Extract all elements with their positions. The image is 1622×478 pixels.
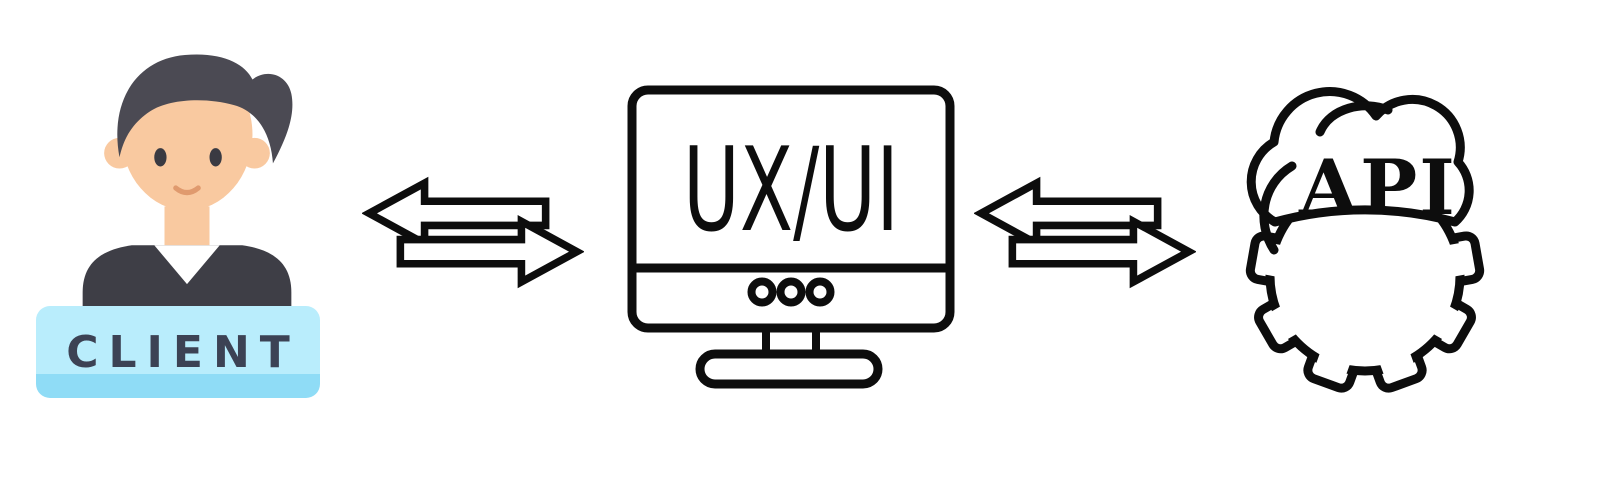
client-node: CLIENT <box>36 12 320 416</box>
api-label: API <box>1298 143 1457 232</box>
person-torso <box>82 206 292 319</box>
person-avatar-icon <box>82 54 293 319</box>
ui-label: UX/UI <box>683 123 899 258</box>
bidirectional-arrows-icon <box>974 176 1196 289</box>
monitor-screen: UX/UI <box>627 85 955 333</box>
cloud-gear-icon: API <box>1245 87 1485 393</box>
bidirectional-arrows-icon <box>362 176 584 289</box>
cloud-icon <box>1246 87 1474 255</box>
monitor-stand <box>695 320 883 389</box>
hair-shape <box>117 54 293 164</box>
arrow-right-icon <box>396 215 584 289</box>
monitor-icon: UX/UI <box>627 85 955 389</box>
arrow-right-icon <box>1008 215 1196 289</box>
client-label-badge: CLIENT <box>36 306 320 398</box>
client-label: CLIENT <box>66 326 300 378</box>
power-dots-icon <box>747 277 835 307</box>
person-head <box>104 54 293 211</box>
